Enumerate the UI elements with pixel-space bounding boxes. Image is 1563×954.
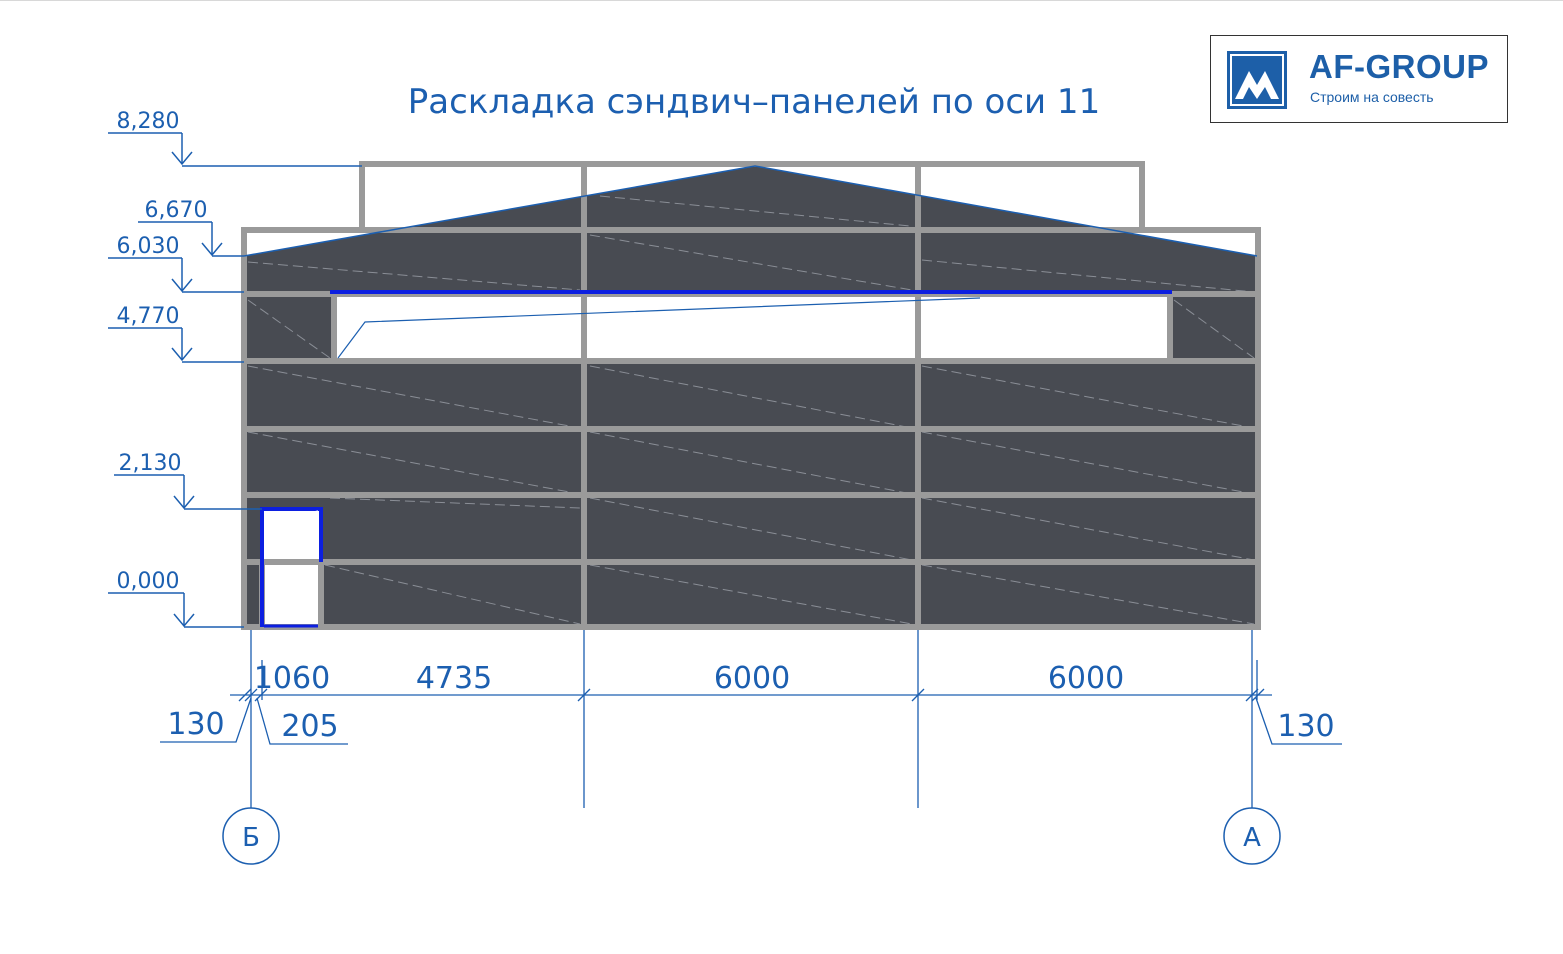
axis-label-a: А: [1243, 823, 1261, 853]
axis-bubbles: Б А: [222, 807, 1281, 865]
level-marks: [108, 132, 362, 628]
level-8280: 8,280: [117, 109, 180, 134]
dim-130-left: 130: [167, 707, 224, 742]
door-opening: [262, 509, 321, 627]
company-logo: AF-GROUP Строим на совесть: [1210, 35, 1508, 123]
dim-205: 205: [281, 709, 338, 744]
dim-6000-a: 6000: [714, 661, 790, 696]
panel-right-strip: [1170, 294, 1257, 361]
dimension-lines: [160, 630, 1342, 808]
level-6670: 6,670: [145, 198, 208, 223]
axis-bubble-a: [1223, 807, 1281, 865]
level-0000: 0,000: [117, 569, 180, 594]
dim-4735: 4735: [416, 661, 492, 696]
logo-name: AF-GROUP: [1309, 48, 1489, 85]
top-border: [0, 0, 1563, 1]
level-2130: 2,130: [119, 451, 182, 476]
dim-6000-b: 6000: [1048, 661, 1124, 696]
axis-bubble-b: [222, 807, 280, 865]
level-4770: 4,770: [117, 304, 180, 329]
panel-hatch: [247, 195, 1255, 625]
dimension-labels: 1060 4735 6000 6000 130 205 130: [167, 661, 1334, 744]
window-strip: [334, 294, 1170, 361]
level-labels: 8,280 6,670 6,030 4,770 2,130 0,000: [117, 109, 208, 594]
drawing-title: Раскладка сэндвич–панелей по оси 11: [408, 82, 1100, 122]
dim-130-right: 130: [1277, 709, 1334, 744]
steel-frame: [241, 161, 1261, 630]
level-6030: 6,030: [117, 234, 180, 259]
sandwich-panels: [244, 166, 1257, 627]
dim-1060: 1060: [254, 661, 330, 696]
af-group-logo-icon: [1227, 51, 1287, 109]
axis-label-b: Б: [242, 823, 260, 853]
logo-slogan: Строим на совесть: [1310, 89, 1434, 105]
opening-outlines: [243, 165, 1258, 628]
panel-left-strip: [244, 294, 334, 361]
